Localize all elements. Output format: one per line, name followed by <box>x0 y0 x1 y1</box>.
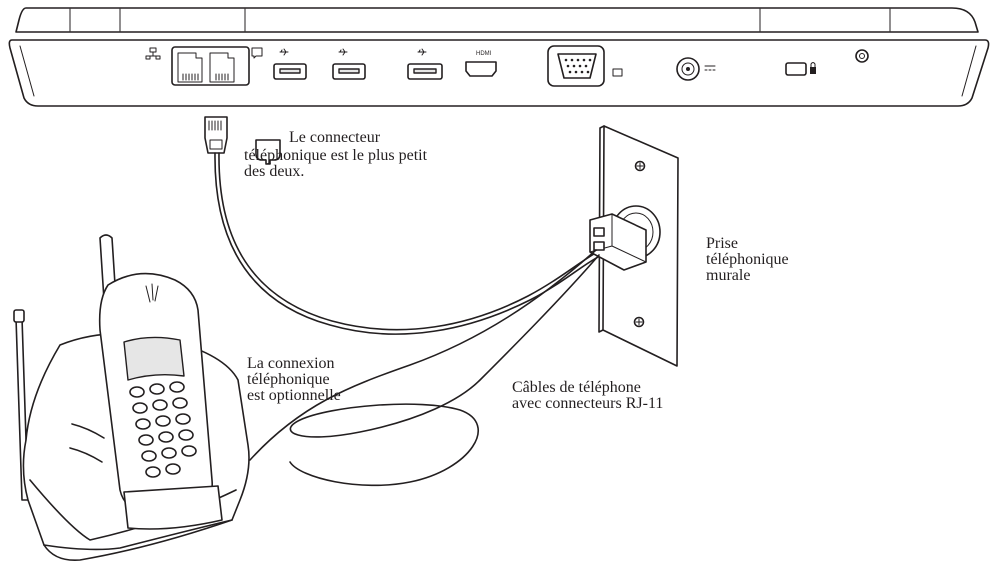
phone-connector-note-cont: téléphonique est le plus petit des deux. <box>244 148 427 180</box>
optional-connection-line-2: téléphonique <box>247 371 330 388</box>
modem-port <box>209 52 235 83</box>
phone-connector-note: Le connecteur <box>289 130 380 146</box>
vga-port <box>547 45 623 87</box>
wall-jack-label: Prise téléphonique murale <box>706 236 789 284</box>
handset-keypad <box>129 381 197 478</box>
dc-input-port <box>676 57 716 81</box>
cable-wall-to-phone-2 <box>289 254 600 487</box>
dc-icon <box>704 65 716 71</box>
cable-laptop-to-wall <box>214 152 609 335</box>
usb-port-1 <box>273 48 307 80</box>
hdmi-port: HDMI <box>465 51 497 77</box>
phone-connector-note-line-1: Le connecteur <box>289 129 381 146</box>
wall-jack-label-line-3: murale <box>706 267 751 284</box>
lock-icon <box>810 67 816 74</box>
usb-icon <box>338 48 348 56</box>
optional-connection-label: La connexion téléphonique est optionnell… <box>247 356 341 404</box>
rj11-plug-laptop <box>204 116 228 154</box>
lan-modem-port-block <box>171 46 250 86</box>
wall-jack-label-line-2: téléphonique <box>706 251 789 268</box>
phone-connector-icon <box>255 139 281 165</box>
cables-label-line-1: Câbles de téléphone <box>512 379 641 396</box>
cradle-front <box>123 485 223 530</box>
lan-port <box>177 52 203 83</box>
cable-wall-to-phone <box>249 249 597 461</box>
wall-jack-plate <box>589 125 679 367</box>
usb-port-3 <box>407 48 443 80</box>
base-slot-2 <box>69 447 103 463</box>
optional-connection-line-1: La connexion <box>247 355 335 372</box>
usb-icon <box>417 48 427 56</box>
laptop-edge: HDMI <box>8 7 990 107</box>
network-icon <box>145 47 161 60</box>
kensington-lock-slot <box>785 62 816 76</box>
power-jack <box>855 49 869 63</box>
cables-label-line-2: avec connecteurs RJ-11 <box>512 395 664 412</box>
base-slot-1 <box>71 423 105 439</box>
cordless-phone <box>13 234 250 562</box>
usb-port-2 <box>332 48 366 80</box>
laptop-base-inner <box>19 45 977 97</box>
wall-jack-label-line-1: Prise <box>706 235 738 252</box>
phone-connector-note-line-2: téléphonique est le plus petit <box>244 147 428 164</box>
earpiece-icon <box>145 283 159 303</box>
usb-icon <box>279 48 289 56</box>
laptop-lid <box>15 7 979 33</box>
handset-screen <box>123 336 185 381</box>
modem-icon <box>251 47 263 59</box>
phone-connector-note-line-3: des deux. <box>244 163 305 180</box>
optional-connection-line-3: est optionnelle <box>247 387 341 404</box>
laptop-base <box>8 39 990 107</box>
cables-label: Câbles de téléphone avec connecteurs RJ-… <box>512 380 663 412</box>
monitor-icon <box>612 68 623 77</box>
cable-laptop-to-wall-2 <box>218 152 607 331</box>
hdmi-label: HDMI <box>476 51 492 57</box>
